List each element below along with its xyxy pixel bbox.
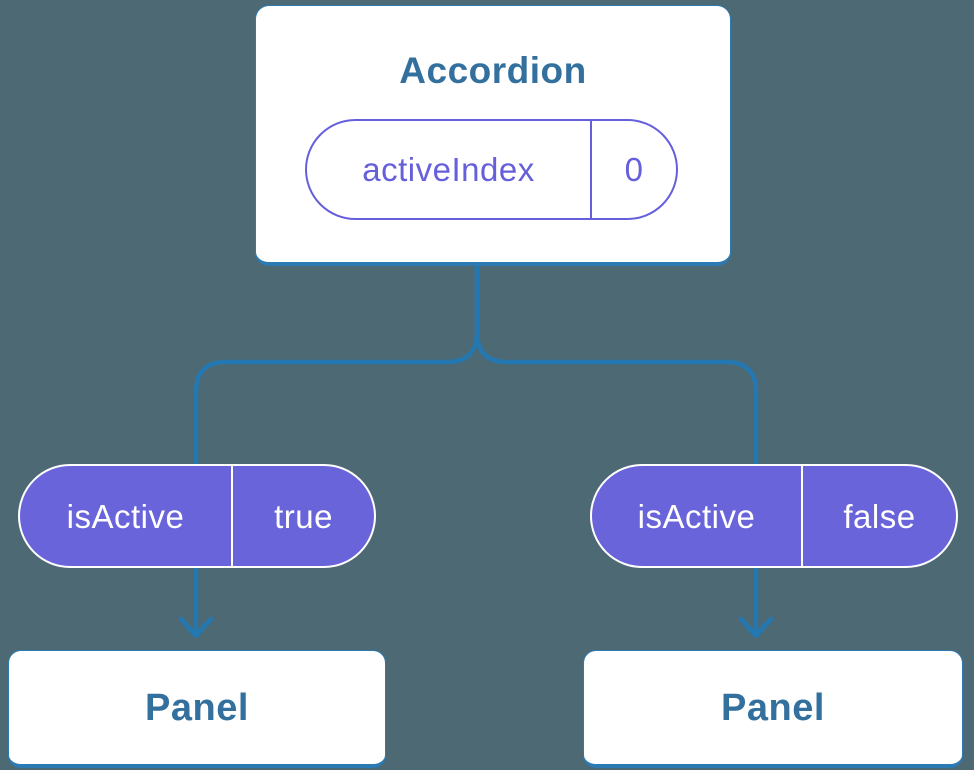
panel-title: Panel [145, 686, 249, 729]
arrow-down-icon [178, 616, 214, 639]
panel-card-left: Panel [8, 650, 386, 768]
arrow-down-icon [738, 616, 774, 639]
connector-branch-left [193, 263, 480, 637]
state-value: 0 [590, 121, 676, 218]
prop-name: isActive [66, 497, 185, 535]
panel-card-right: Panel [583, 650, 963, 768]
state-name: activeIndex [362, 151, 535, 188]
prop-value: false [801, 466, 956, 566]
prop-value: true [231, 466, 374, 566]
prop-pill-true: isActive true [18, 464, 376, 568]
connector-branch-right [474, 263, 759, 637]
prop-name: isActive [637, 497, 756, 535]
accordion-title: Accordion [399, 50, 587, 91]
prop-pill-false: isActive false [590, 464, 958, 568]
state-pill: activeIndex 0 [305, 119, 678, 220]
panel-title: Panel [721, 686, 825, 729]
